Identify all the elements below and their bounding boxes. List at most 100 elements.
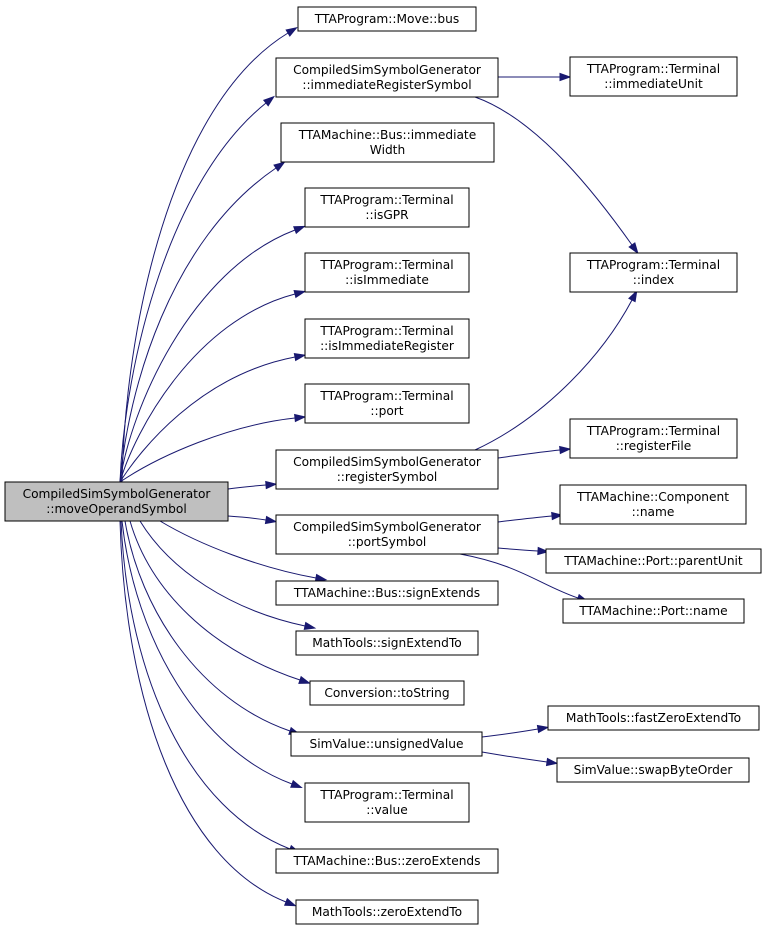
edge-simval-unsigned-to-math-fast-zero-ext [481, 724, 550, 738]
edge-line [497, 547, 539, 552]
node-label-line: ::immediateUnit [604, 77, 703, 91]
node-port-name[interactable]: TTAMachine::Port::name [562, 598, 745, 624]
arrowhead-icon [293, 290, 307, 299]
edge-line [119, 102, 267, 483]
node-simval-unsigned[interactable]: SimValue::unsignedValue [290, 731, 483, 757]
node-label-line: CompiledSimSymbolGenerator [23, 487, 212, 501]
node-term-reg-file[interactable]: TTAProgram::Terminal::registerFile [569, 418, 738, 459]
edge-line [124, 520, 291, 732]
node-term-is-gpr[interactable]: TTAProgram::Terminal::isGPR [304, 187, 470, 228]
edge-root-to-bus-imm-width [119, 161, 286, 483]
node-term-value[interactable]: TTAProgram::Terminal::value [304, 782, 470, 823]
node-label-line: TTAProgram::Terminal [586, 424, 720, 438]
node-box [569, 252, 738, 293]
edge-root-to-bus-zero-ext [120, 520, 301, 854]
node-bus-sign-ext[interactable]: TTAMachine::Bus::signExtends [275, 580, 499, 606]
node-label-line: TTAMachine::Bus::zeroExtends [292, 854, 480, 868]
node-label-line: TTAMachine::Port::parentUnit [563, 554, 743, 568]
node-imm-reg-symbol[interactable]: CompiledSimSymbolGenerator::immediateReg… [275, 57, 499, 98]
edge-line [120, 520, 291, 850]
node-label-line: ::portSymbol [348, 535, 427, 549]
node-box [275, 449, 499, 490]
node-label-line: ::index [633, 273, 675, 287]
node-move-bus[interactable]: TTAProgram::Move::bus [297, 6, 477, 32]
arrowhead-icon [314, 573, 328, 583]
node-label-line: TTAProgram::Terminal [319, 193, 453, 207]
node-label-line: TTAProgram::Terminal [319, 324, 453, 338]
node-label-line: ::isImmediateRegister [320, 339, 455, 353]
node-label-line: ::immediateRegisterSymbol [302, 78, 471, 92]
edge-line [119, 417, 296, 483]
arrowhead-icon [628, 242, 639, 255]
node-label-line: ::isImmediate [345, 273, 429, 287]
node-term-is-imm[interactable]: TTAProgram::Terminal::isImmediate [304, 252, 470, 293]
node-label-line: TTAMachine::Component [576, 490, 729, 504]
arrowhead-icon [536, 724, 550, 734]
node-math-fast-zero-ext[interactable]: MathTools::fastZeroExtendTo [547, 705, 760, 731]
edge-line [119, 293, 296, 483]
edge-line [474, 96, 633, 246]
node-label-line: Width [370, 143, 405, 157]
node-box [295, 630, 479, 656]
arrowhead-icon [265, 480, 278, 490]
node-box [562, 598, 745, 624]
node-math-sign-ext-to[interactable]: MathTools::signExtendTo [295, 630, 479, 656]
node-label-line: TTAProgram::Terminal [319, 258, 453, 272]
node-conv-to-string[interactable]: Conversion::toString [309, 680, 465, 706]
edge-root-to-simval-unsigned [124, 520, 301, 735]
node-box [304, 252, 470, 293]
node-label-line: ::registerSymbol [337, 470, 438, 484]
edge-reg-symbol-to-term-index [474, 289, 638, 451]
arrowhead-icon [262, 95, 275, 107]
edge-root-to-term-is-imm [119, 290, 307, 483]
edge-port-symbol-to-port-parent-unit [497, 546, 550, 556]
node-box [304, 187, 470, 228]
arrowhead-icon [559, 445, 572, 455]
arrowhead-icon [537, 546, 550, 556]
node-math-zero-ext-to[interactable]: MathTools::zeroExtendTo [295, 899, 479, 925]
node-box [559, 484, 747, 525]
node-root[interactable]: CompiledSimSymbolGenerator::moveOperandS… [4, 481, 229, 522]
arrowhead-icon [545, 757, 559, 767]
arrowhead-icon [293, 225, 306, 235]
edge-root-to-reg-symbol [227, 480, 278, 490]
edge-root-to-term-is-imm-reg [119, 352, 307, 483]
edge-line [227, 515, 267, 521]
edge-root-to-conv-to-string [129, 520, 311, 684]
node-label-line: ::moveOperandSymbol [46, 502, 186, 516]
node-label-line: TTAProgram::Move::bus [314, 12, 459, 26]
node-term-index[interactable]: TTAProgram::Terminal::index [569, 252, 738, 293]
node-box [275, 580, 499, 606]
node-label-line: TTAProgram::Terminal [319, 788, 453, 802]
edge-line [119, 229, 296, 483]
arrowhead-icon [285, 27, 298, 37]
node-label-line: TTAMachine::Bus::signExtends [293, 586, 480, 600]
arrowhead-icon [290, 779, 303, 788]
node-label-line: MathTools::signExtendTo [312, 636, 461, 650]
node-label-line: SimValue::unsignedValue [309, 737, 463, 751]
edge-line [497, 515, 553, 523]
node-port-symbol[interactable]: CompiledSimSymbolGenerator::portSymbol [275, 514, 499, 555]
node-bus-zero-ext[interactable]: TTAMachine::Bus::zeroExtends [275, 848, 499, 874]
node-label-line: TTAMachine::Bus::immediate [298, 128, 476, 142]
node-label-line: Conversion::toString [324, 686, 449, 700]
node-label-line: MathTools::fastZeroExtendTo [566, 711, 741, 725]
edge-line [129, 520, 301, 681]
node-term-is-imm-reg[interactable]: TTAProgram::Terminal::isImmediateRegiste… [304, 318, 470, 359]
node-label-line: ::value [366, 803, 408, 817]
node-label-line: ::registerFile [616, 439, 692, 453]
node-label-line: TTAProgram::Terminal [319, 389, 453, 403]
node-term-imm-unit[interactable]: TTAProgram::Terminal::immediateUnit [569, 56, 738, 97]
node-label-line: ::isGPR [365, 208, 409, 222]
edge-line [227, 484, 267, 490]
node-label-line: MathTools::zeroExtendTo [312, 905, 462, 919]
node-term-port[interactable]: TTAProgram::Terminal::port [304, 383, 470, 424]
node-reg-symbol[interactable]: CompiledSimSymbolGenerator::registerSymb… [275, 449, 499, 490]
node-simval-swap[interactable]: SimValue::swapByteOrder [556, 757, 750, 783]
node-port-parent-unit[interactable]: TTAMachine::Port::parentUnit [545, 548, 762, 574]
edge-root-to-math-sign-ext-to [139, 520, 317, 631]
edge-root-to-imm-reg-symbol [119, 95, 275, 483]
node-comp-name[interactable]: TTAMachine::Component::name [559, 484, 747, 525]
